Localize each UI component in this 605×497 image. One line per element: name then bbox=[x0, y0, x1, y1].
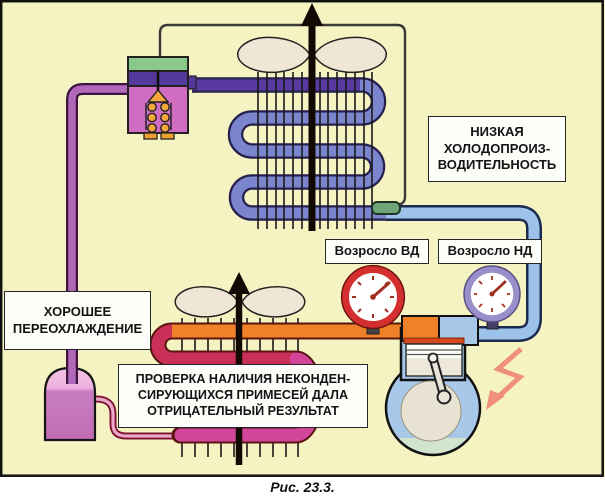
capillary-line-icon bbox=[158, 23, 407, 207]
liquid-line-icon bbox=[66, 83, 130, 384]
fault-arrow-icon bbox=[486, 347, 525, 410]
label-hp-increased: Возросло ВД bbox=[325, 239, 429, 264]
compressor-icon bbox=[384, 315, 482, 457]
evaporator-airflow-arrow-icon bbox=[301, 3, 323, 231]
figure-caption: Рис. 23.3. bbox=[270, 479, 335, 495]
label-low-capacity: НИЗКАЯ ХОЛОДОПРОИЗ- ВОДИТЕЛЬНОСТЬ bbox=[428, 116, 566, 182]
refrigeration-diagram bbox=[0, 0, 605, 477]
suction-line-icon bbox=[386, 205, 542, 342]
lp-gauge-icon bbox=[463, 265, 521, 330]
receiver-inlet-pipe-icon bbox=[95, 395, 176, 440]
expansion-valve-icon bbox=[127, 56, 197, 140]
diagram-border bbox=[0, 0, 604, 477]
label-impurities-check: ПРОВЕРКА НАЛИЧИЯ НЕКОНДЕН- СИРУЮЩИХСЯ ПР… bbox=[118, 364, 368, 428]
hp-gauge-icon bbox=[340, 264, 406, 335]
condenser-fan-icon bbox=[174, 286, 306, 318]
label-good-subcooling: ХОРОШЕЕ ПЕРЕОХЛАЖДЕНИЕ bbox=[4, 291, 151, 350]
label-lp-increased: Возросло НД bbox=[438, 239, 542, 264]
sensing-bulb-icon bbox=[371, 201, 401, 215]
evaporator-fan-icon bbox=[237, 36, 387, 74]
